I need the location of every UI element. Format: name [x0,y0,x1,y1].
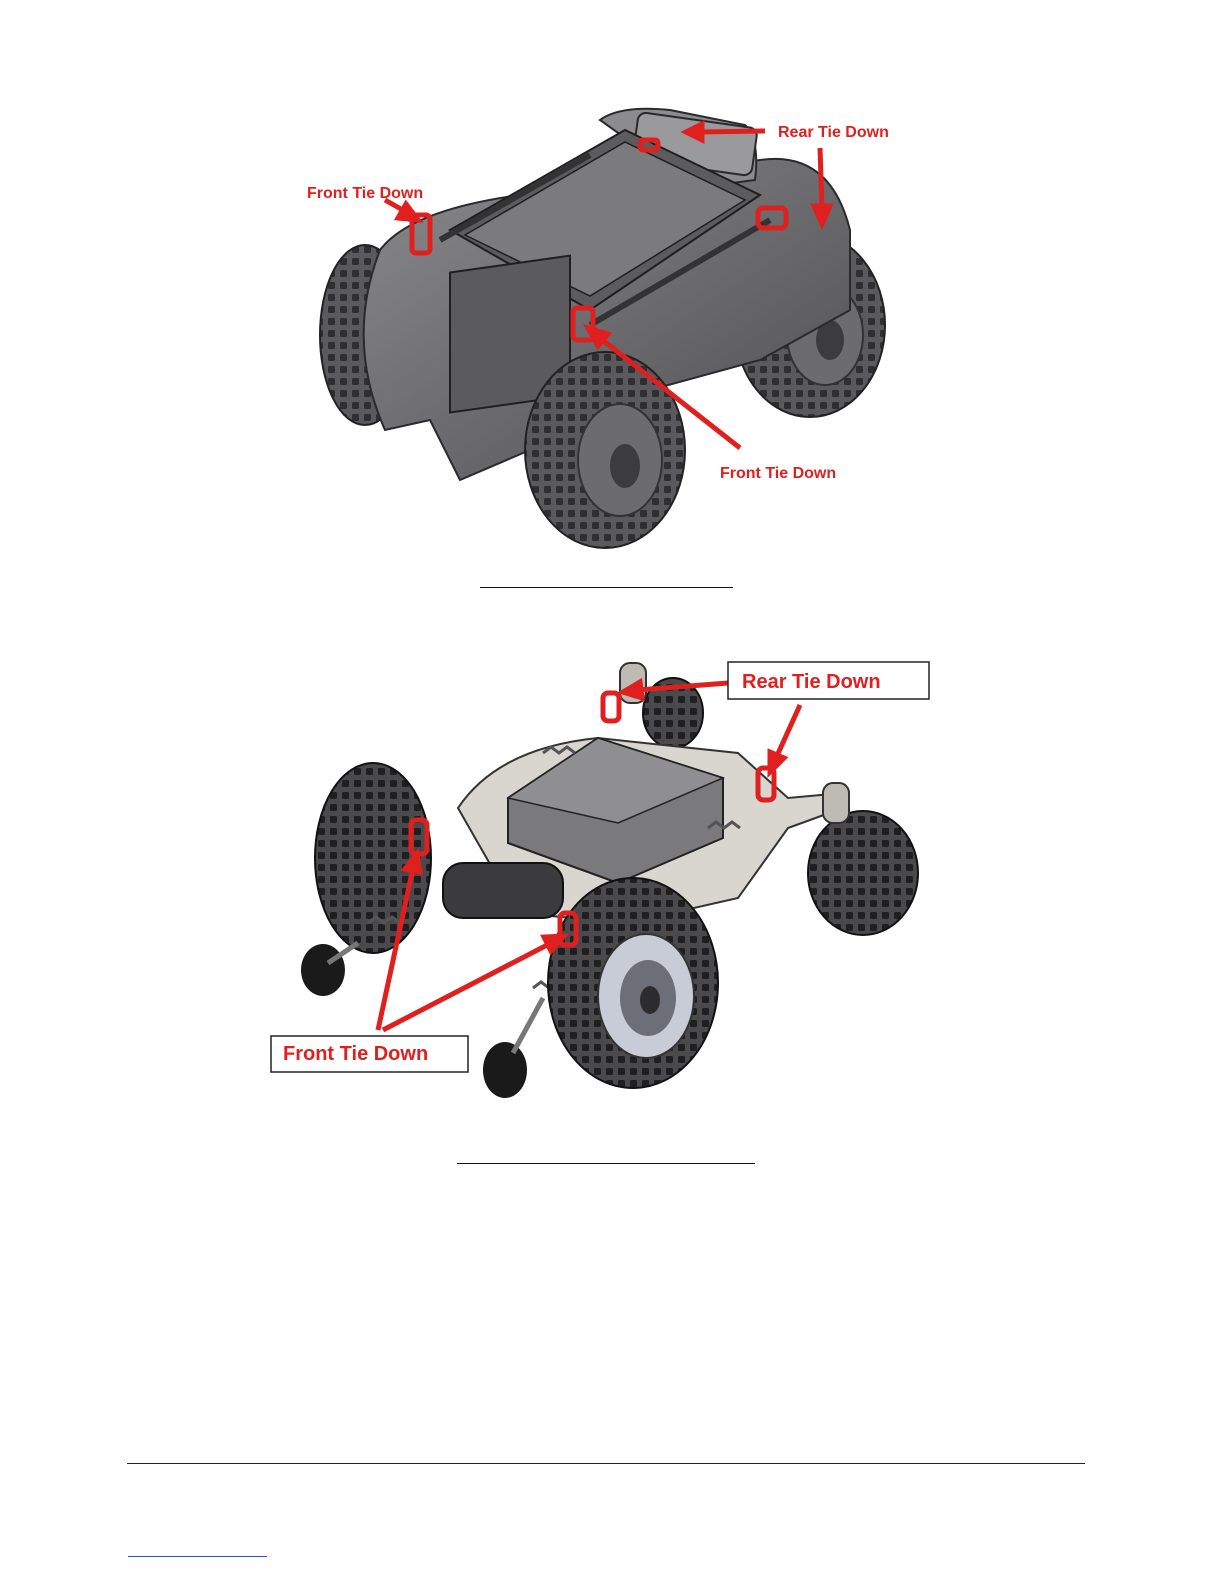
right-drive-wheel [548,878,718,1088]
figure-bottom-frame: Rear Tie Down Front Tie Down [268,658,933,1103]
front-right-wheel [525,352,685,548]
front-tie-down-label-left: Front Tie Down [307,185,423,202]
frame-illustration: Rear Tie Down Front Tie Down [268,658,933,1103]
anti-tip-wheel-left [301,944,345,996]
anti-tip-wheel-right [483,1042,527,1098]
rear-tie-down-label-top: Rear Tie Down [778,124,889,141]
motor [443,863,563,918]
figure-top-caption-rule [480,587,733,588]
covered-base-illustration: Front Tie Down Rear Tie Down Front Tie D… [290,100,910,560]
footer-link-underline[interactable] [128,1556,267,1557]
figure-bottom-caption-rule [457,1163,755,1164]
rear-right-wheel [808,811,918,935]
front-tie-down-label: Front Tie Down [283,1043,428,1065]
figure-top-covered-base: Front Tie Down Rear Tie Down Front Tie D… [290,100,910,560]
rear-left-tie-down-loop [603,693,619,721]
footer-divider [127,1463,1085,1464]
rear-tie-down-label: Rear Tie Down [742,671,881,693]
front-tie-down-label-bottom: Front Tie Down [720,465,836,482]
